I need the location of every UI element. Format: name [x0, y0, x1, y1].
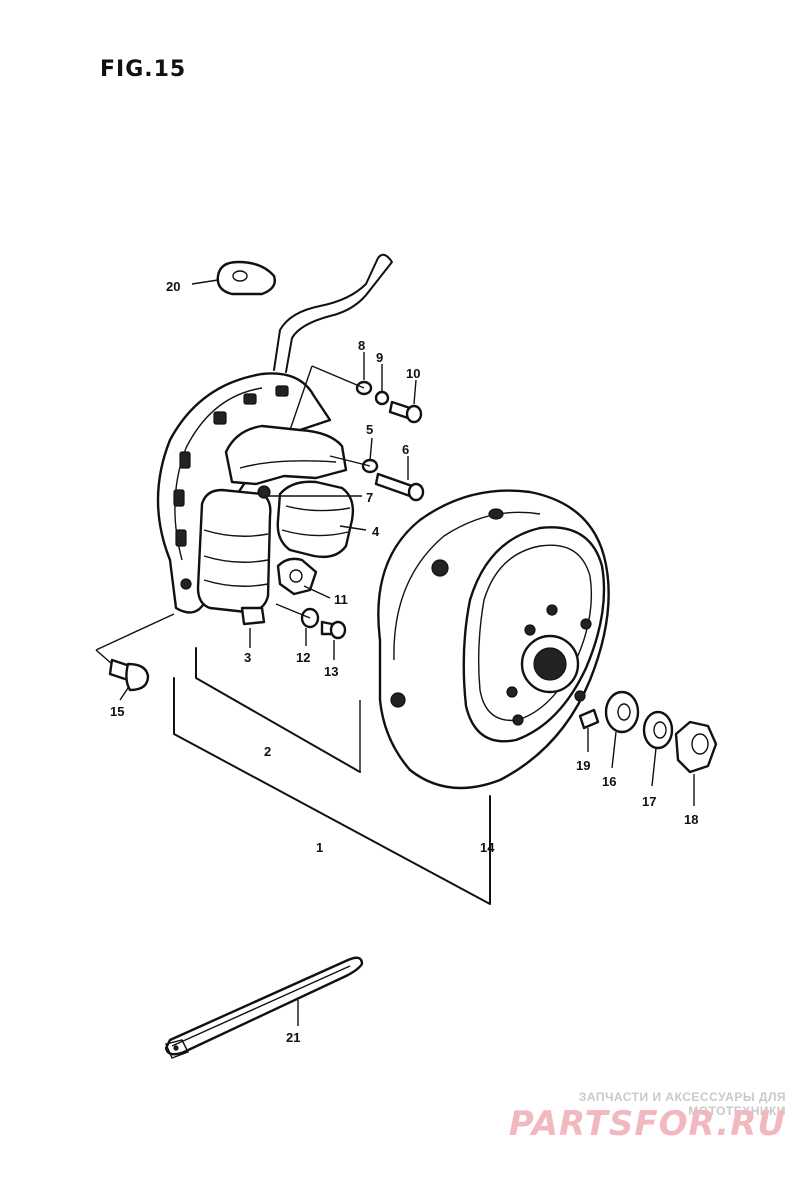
part-10-screw: [388, 400, 423, 424]
bracket-2: [195, 647, 361, 773]
bracket-1: [173, 677, 491, 905]
callout-9: 9: [376, 350, 383, 365]
callout-15: 15: [110, 704, 124, 719]
callout-5: 5: [366, 422, 373, 437]
callout-16: 16: [602, 774, 616, 789]
part-14-flywheel: [377, 489, 610, 790]
callout-17: 17: [642, 794, 656, 809]
part-3-coil: [196, 488, 272, 626]
callout-11: 11: [334, 592, 348, 607]
part-21-strap: [164, 956, 364, 1059]
part-11-sensor: [276, 557, 318, 596]
callout-21: 21: [286, 1030, 300, 1045]
callout-19: 19: [576, 758, 590, 773]
watermark-caption: ЗАПЧАСТИ И АКСЕССУАРЫ ДЛЯ МОТОТЕХНИКИ: [578, 1090, 786, 1118]
callout-7: 7: [366, 490, 373, 505]
callout-8: 8: [358, 338, 365, 353]
callout-14: 14: [480, 840, 495, 855]
callout-18: 18: [684, 812, 698, 827]
part-20-grommet: [216, 260, 276, 296]
callout-20: 20: [166, 279, 180, 294]
figure-title: FIG.15: [100, 57, 186, 82]
pickup-coil-upper: [224, 424, 348, 499]
part-13-screw: [320, 620, 347, 640]
part-9-washer: [374, 390, 390, 406]
callout-13: 13: [324, 664, 338, 679]
callout-3: 3: [244, 650, 251, 665]
callout-1: 1: [316, 840, 323, 855]
part-15-screw: [108, 658, 150, 692]
part-18-nut: [674, 720, 718, 774]
part-16-washer: [604, 690, 640, 734]
callout-4: 4: [372, 524, 380, 539]
part-4-coil: [276, 480, 355, 559]
part-6-screw: [374, 472, 425, 502]
part-17-lock-washer: [642, 710, 674, 750]
part-19-key: [578, 708, 600, 730]
watermark-logo: PARTSFOR.RU: [508, 1104, 786, 1144]
callout-10: 10: [406, 366, 420, 381]
stator-wire-lead: [273, 253, 393, 373]
callout-12: 12: [296, 650, 310, 665]
callout-6: 6: [402, 442, 409, 457]
callout-2: 2: [264, 744, 271, 759]
